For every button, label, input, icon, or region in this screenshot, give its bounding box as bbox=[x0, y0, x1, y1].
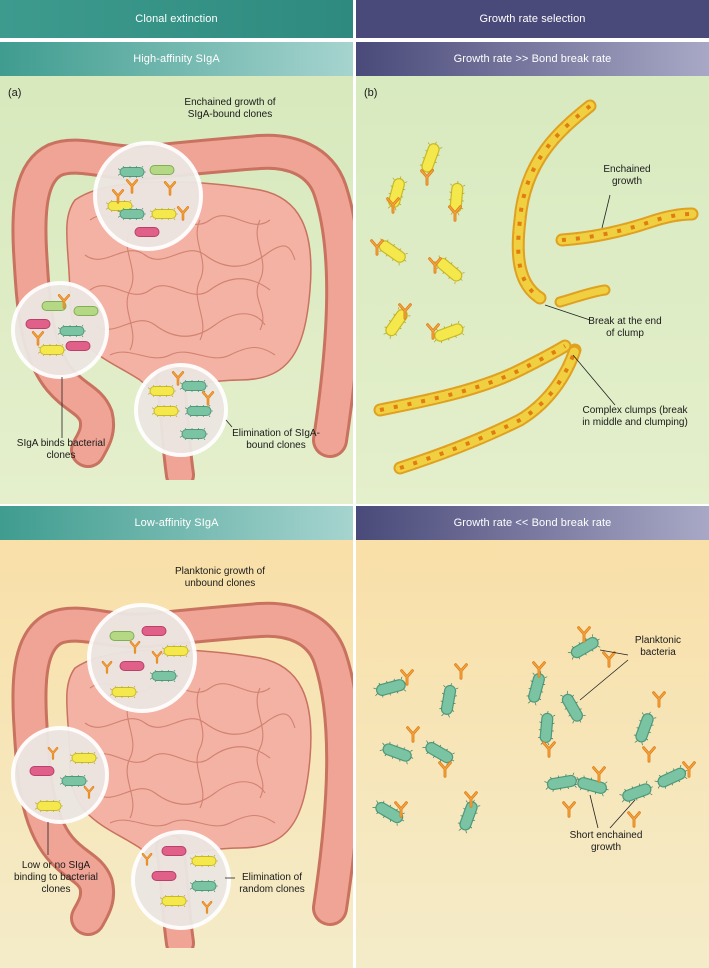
header-growth-gt-break: Growth rate >> Bond break rate bbox=[356, 42, 709, 76]
annotation-planktonic-growth: Planktonic growth of unbound clones bbox=[174, 566, 266, 589]
short-chain-b bbox=[554, 284, 611, 308]
annotation-break-end-clump: Break at the end of clump bbox=[588, 316, 662, 339]
annotation-enchained-growth: Enchained growth bbox=[603, 164, 651, 187]
enchained-chain-1 bbox=[511, 99, 597, 305]
magnifier-a1 bbox=[93, 141, 203, 251]
enchained-chain-4 bbox=[393, 343, 582, 475]
annotation-elimination-random: Elimination of random clones bbox=[239, 872, 305, 895]
magnifier-c2 bbox=[11, 726, 109, 824]
header-growth-lt-break: Growth rate << Bond break rate bbox=[356, 506, 709, 540]
bacteria-field-b bbox=[370, 139, 468, 346]
leader-lines-d bbox=[579, 649, 636, 829]
header-clonal-extinction: Clonal extinction bbox=[0, 0, 353, 38]
leader-lines-b bbox=[544, 194, 616, 406]
annotation-enchained-growth-bound: Enchained growth of SIgA-bound clones bbox=[184, 97, 276, 120]
annotation-planktonic-bacteria: Planktonic bacteria bbox=[634, 635, 682, 658]
magnifier-a2 bbox=[11, 281, 109, 379]
leader-lines-a bbox=[61, 377, 233, 438]
magnifier-a3 bbox=[134, 363, 228, 457]
header-low-affinity: Low-affinity SIgA bbox=[0, 506, 353, 540]
annotation-complex-clumps: Complex clumps (break in middle and clum… bbox=[582, 405, 688, 428]
panel-label-b: (b) bbox=[364, 87, 378, 99]
annotation-siga-binds: SIgA binds bacterial clones bbox=[16, 438, 106, 461]
enchained-chain-2 bbox=[555, 207, 699, 247]
enchained-chain-3 bbox=[373, 339, 572, 417]
magnifier-c1 bbox=[87, 603, 197, 713]
annotation-low-no-binding: Low or no SIgA binding to bacterial clon… bbox=[14, 860, 98, 895]
header-growth-rate-selection: Growth rate selection bbox=[356, 0, 709, 38]
leader-lines-c bbox=[47, 822, 235, 879]
annotation-elimination-bound: Elimination of SIgA-bound clones bbox=[232, 428, 320, 451]
header-high-affinity: High-affinity SIgA bbox=[0, 42, 353, 76]
annotation-short-enchained: Short enchained growth bbox=[569, 830, 643, 853]
magnifier-c3 bbox=[131, 830, 231, 930]
panel-label-a: (a) bbox=[8, 87, 22, 99]
